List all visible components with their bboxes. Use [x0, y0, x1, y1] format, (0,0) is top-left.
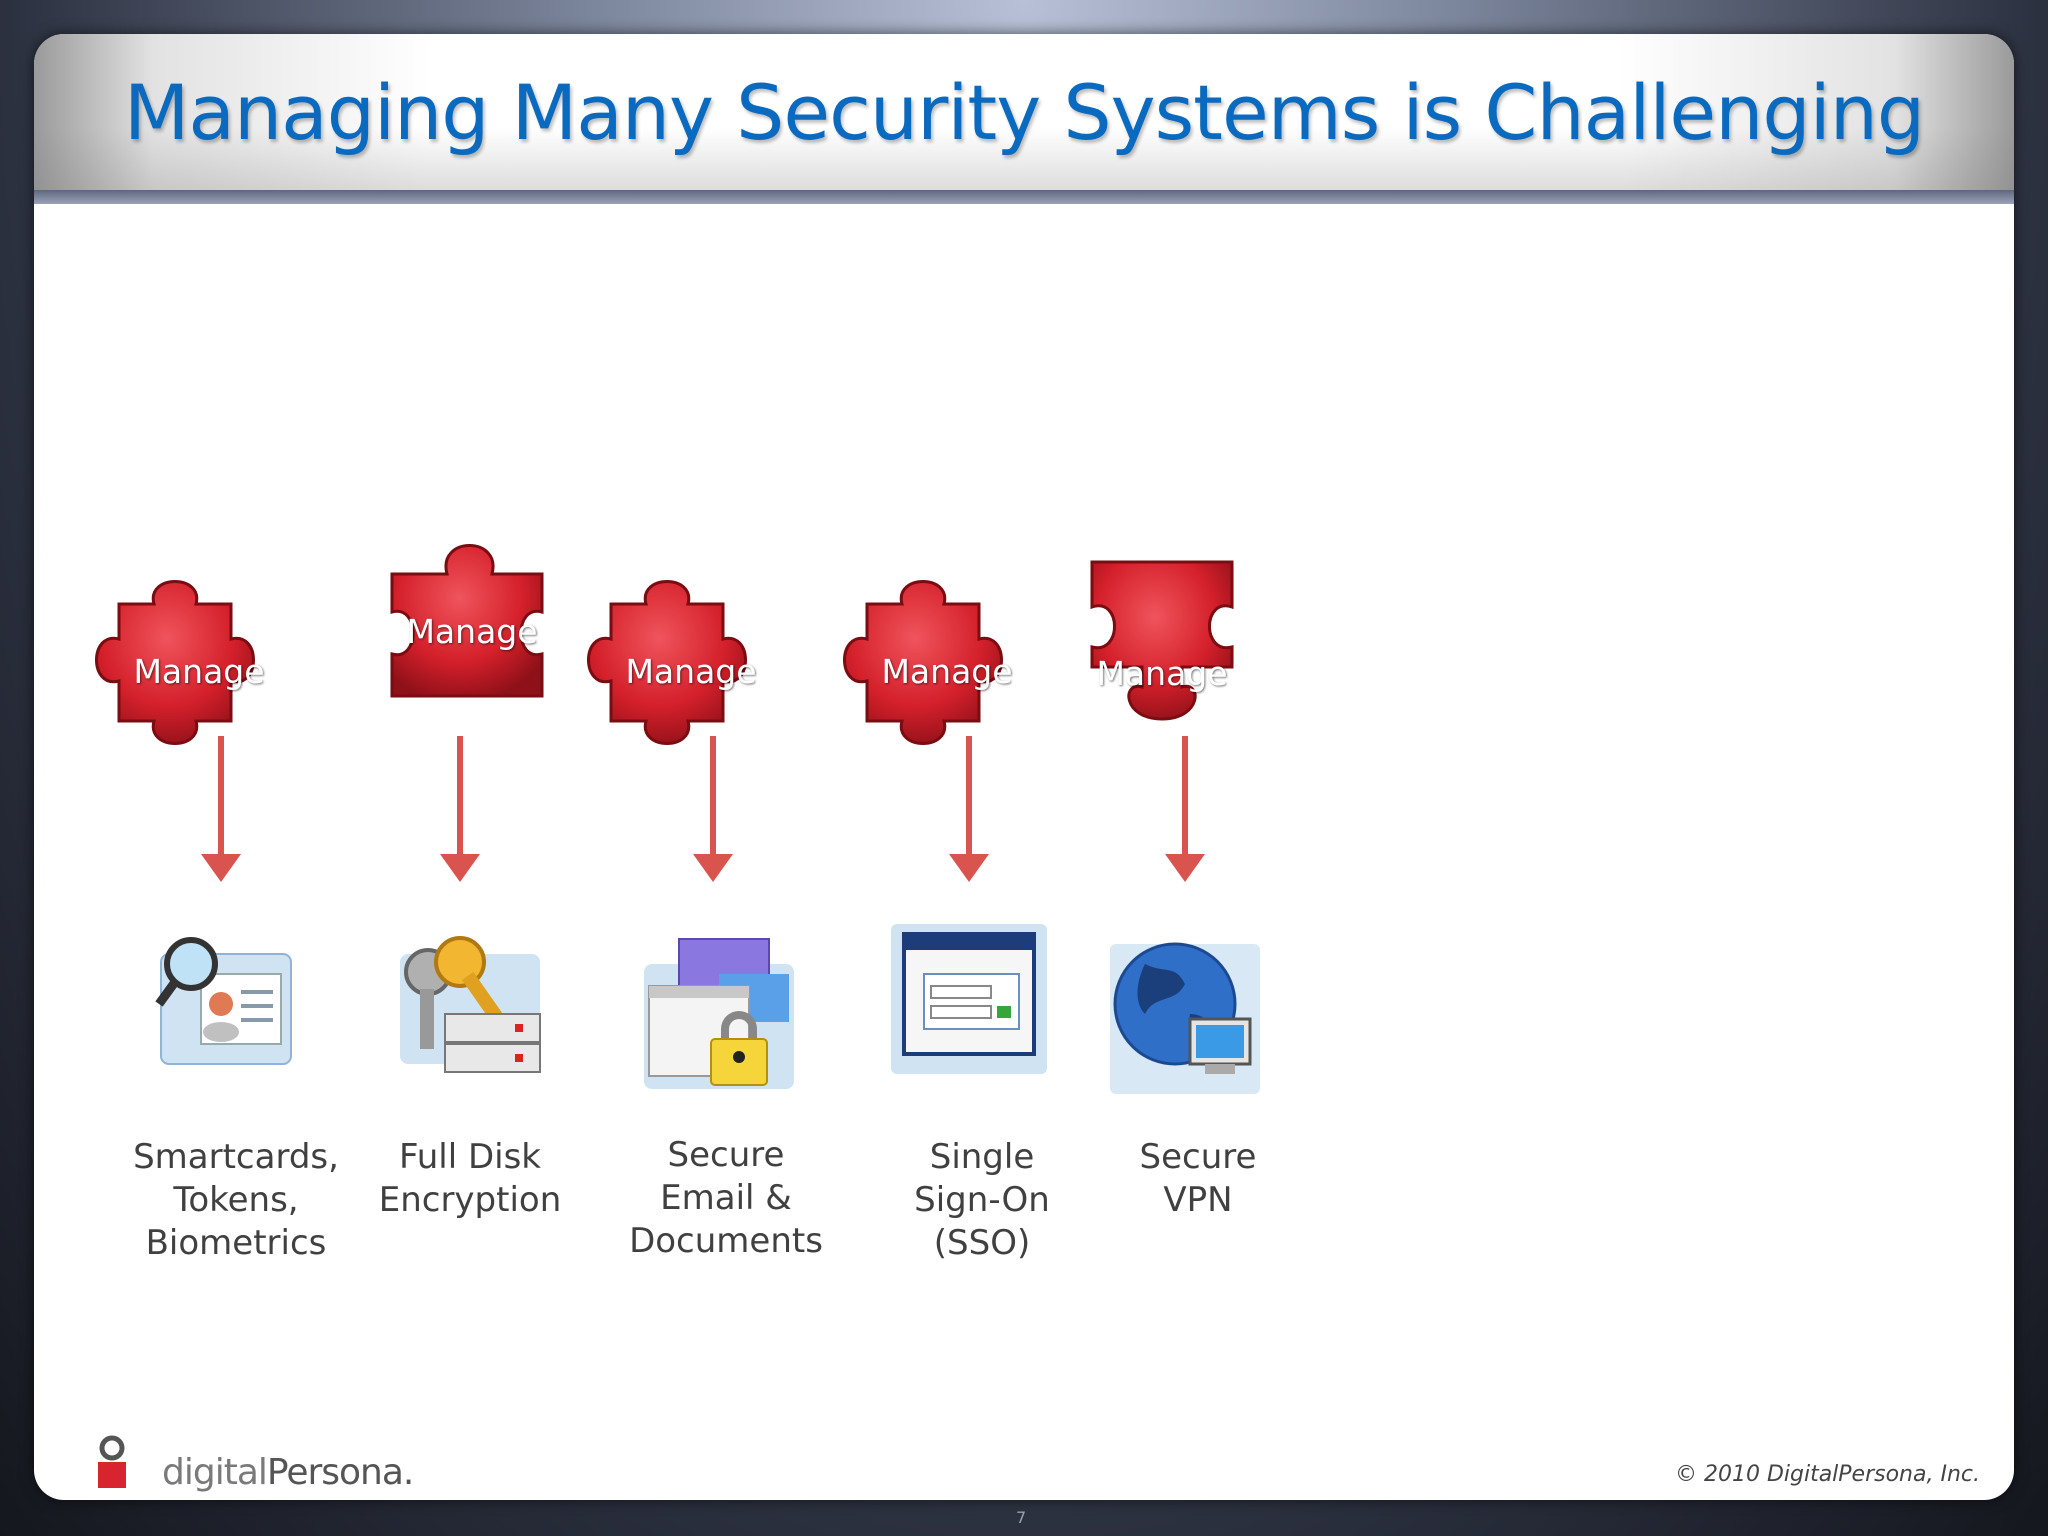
puzzle-piece-2: Manage: [362, 514, 582, 724]
caption-smartcards: Smartcards, Tokens, Biometrics: [133, 1137, 339, 1263]
down-arrow: [693, 736, 733, 886]
down-arrow: [201, 736, 241, 886]
puzzle-piece-icon: [390, 544, 544, 698]
puzzle-label: Manage: [133, 652, 265, 691]
slide: Managing Many Security Systems is Challe…: [34, 34, 2014, 1500]
page-number: 7: [1016, 1508, 1027, 1527]
down-arrow: [1165, 736, 1205, 886]
person-logo-icon: [98, 1435, 126, 1488]
sso-window-icon: [889, 914, 1049, 1084]
vpn-globe-icon: [1105, 934, 1265, 1104]
puzzle-piece-icon: [843, 580, 1003, 745]
smartcard-icon: [141, 914, 301, 1084]
caption-secure-email: Secure Email & Documents: [629, 1135, 823, 1261]
copyright: © 2010 DigitalPersona, Inc.: [1674, 1462, 1980, 1487]
secure-email-icon: [639, 934, 799, 1104]
title-divider: [34, 190, 2014, 204]
digitalpersona-logo: [92, 1434, 392, 1494]
caption-vpn: Secure VPN: [1139, 1137, 1257, 1220]
puzzle-label: Manage: [881, 652, 1013, 691]
down-arrow: [440, 736, 480, 886]
puzzle-piece-3: Manage: [581, 554, 801, 764]
title-bar: [34, 34, 2014, 190]
slide-title: Managing Many Security Systems is Challe…: [123, 68, 1925, 157]
down-arrow: [949, 736, 989, 886]
puzzle-piece-4: Manage: [837, 554, 1057, 764]
disk-encryption-icon: [390, 914, 550, 1084]
puzzle-piece-icon: [1090, 560, 1234, 721]
puzzle-piece-5: Manage: [1052, 522, 1272, 732]
caption-sso: Single Sign-On (SSO): [914, 1137, 1050, 1263]
logo-wordmark: digitalPersona.: [162, 1452, 414, 1493]
puzzle-label: Manage: [1096, 654, 1228, 693]
caption-full-disk: Full Disk Encryption: [378, 1137, 562, 1220]
puzzle-label: Manage: [406, 612, 538, 651]
puzzle-piece-icon: [95, 580, 255, 745]
puzzle-piece-icon: [587, 580, 747, 745]
puzzle-piece-1: Manage: [89, 554, 309, 764]
puzzle-label: Manage: [625, 652, 757, 691]
